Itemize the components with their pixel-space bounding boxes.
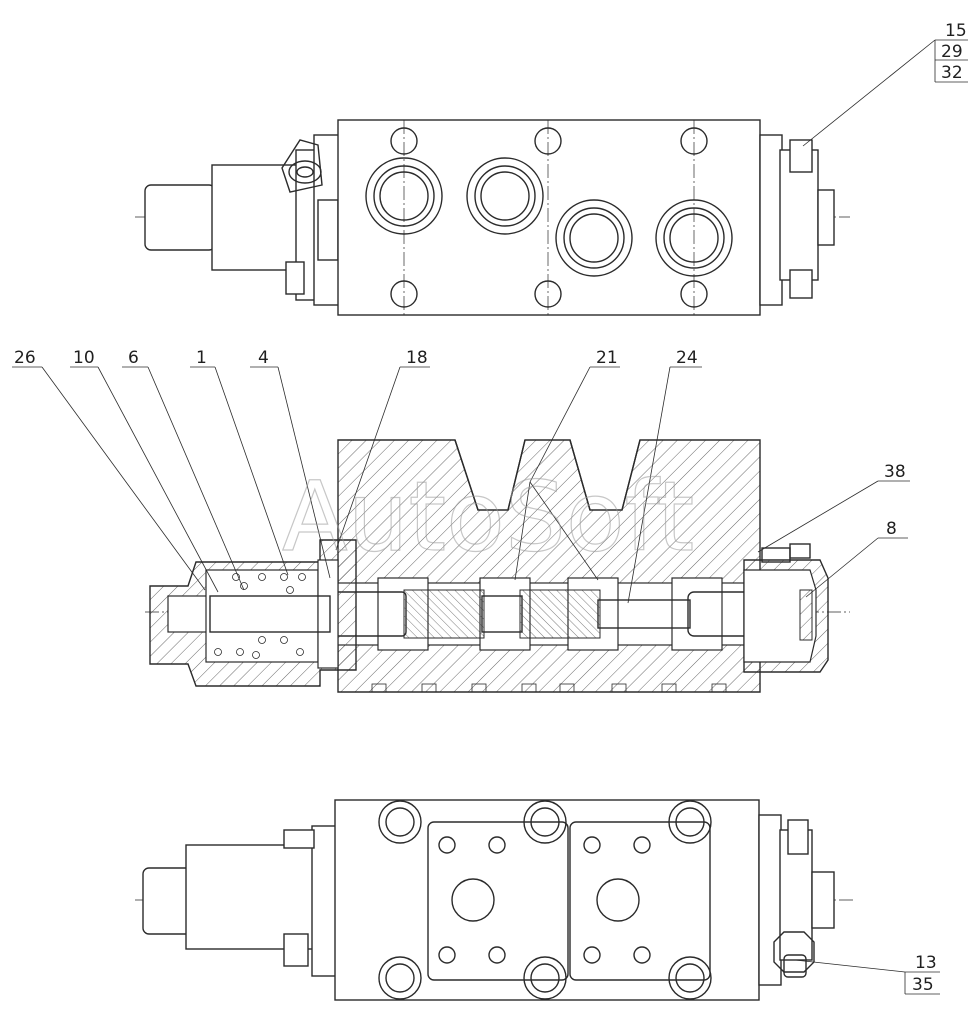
callout-15: 15: [945, 21, 967, 41]
callout-24: 24: [676, 348, 698, 368]
spring-coils: [214, 573, 306, 659]
callout-labels: 15 29 32 26 10 6 1 4 18 21 24 38 8 13 35: [14, 21, 967, 995]
callout-4: 4: [258, 348, 269, 368]
leader-lines: [12, 39, 968, 995]
callout-8: 8: [886, 519, 897, 539]
callout-21: 21: [596, 348, 618, 368]
callout-29: 29: [941, 42, 963, 62]
callout-13: 13: [915, 953, 937, 973]
callout-18: 18: [406, 348, 428, 368]
bottom-slots: [371, 683, 727, 693]
callout-6: 6: [128, 348, 139, 368]
section-view: [145, 439, 850, 693]
callout-35: 35: [912, 975, 934, 995]
callout-1: 1: [196, 348, 207, 368]
callout-32: 32: [941, 63, 963, 83]
bottom-view: [135, 799, 855, 1001]
top-view: [135, 119, 850, 316]
bottom-holes: [378, 800, 712, 1000]
callout-38: 38: [884, 462, 906, 482]
watermark: AutoSoft: [282, 461, 694, 573]
callout-26: 26: [14, 348, 36, 368]
callout-10: 10: [73, 348, 95, 368]
